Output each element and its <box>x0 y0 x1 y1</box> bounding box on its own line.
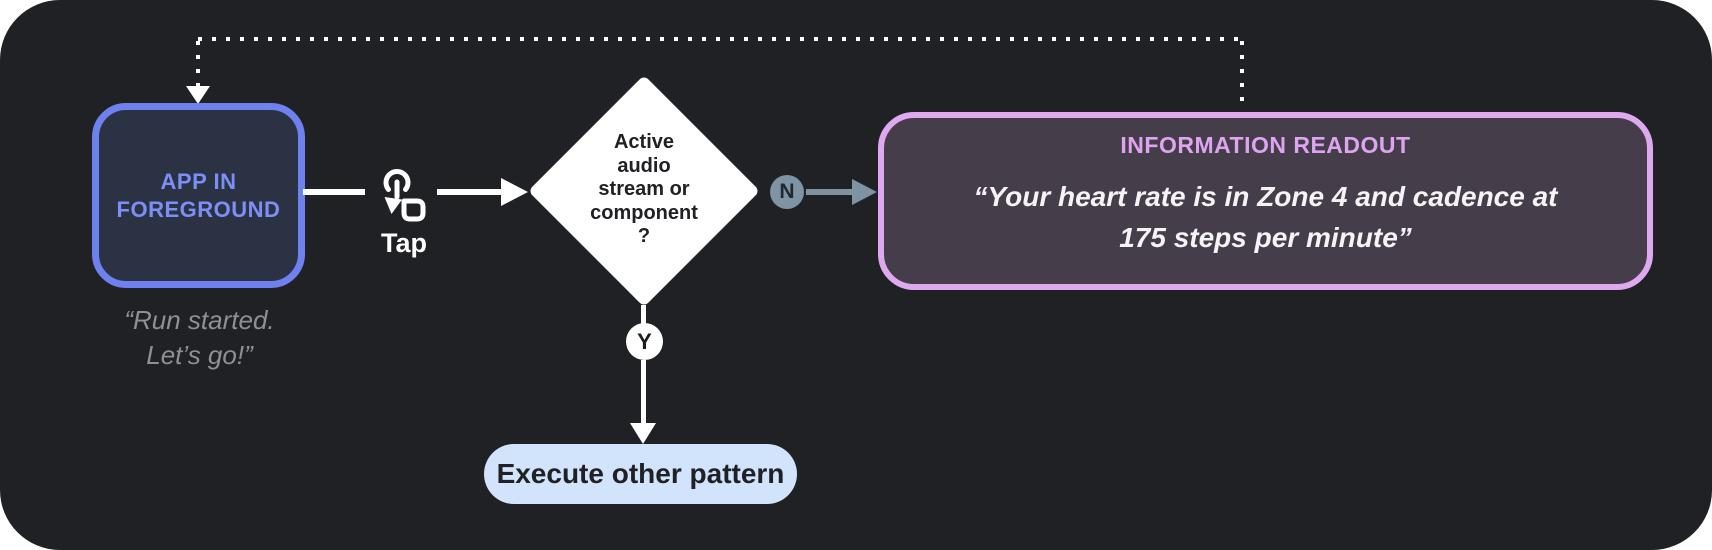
feedback-loop-line-left <box>196 41 200 87</box>
feedback-loop-arrowhead-icon <box>186 86 210 104</box>
information-readout-quote: “Your heart rate is in Zone 4 and cadenc… <box>973 181 1558 253</box>
connector-decision-to-yes <box>641 305 646 325</box>
information-readout-title: INFORMATION READOUT <box>1120 132 1411 158</box>
connector-no-to-readout <box>806 189 854 195</box>
connector-tap-to-decision-arrowhead-icon <box>501 178 528 206</box>
tap-gesture-icon <box>383 169 426 222</box>
app-in-foreground-label: APP IN FOREGROUND <box>116 169 281 222</box>
yes-branch-badge: Y <box>626 323 663 360</box>
tap-gesture-label: Tap <box>381 228 427 258</box>
execute-other-pattern-label: Execute other pattern <box>496 458 785 489</box>
connector-yes-to-action <box>641 360 646 424</box>
connector-app-to-tap <box>303 189 365 195</box>
no-branch-badge: N <box>770 175 804 209</box>
execute-other-pattern-node: Execute other pattern <box>484 444 797 504</box>
connector-no-to-readout-arrowhead-icon <box>852 179 877 205</box>
connector-tap-to-decision <box>437 189 503 195</box>
app-voice-caption: “Run started. Let’s go!” <box>124 305 275 371</box>
yes-branch-letter: Y <box>637 328 652 354</box>
decision-diamond-label: Active audio stream or component ? <box>590 131 698 248</box>
app-in-foreground-node: APP IN FOREGROUND <box>92 103 305 288</box>
connector-yes-to-action-arrowhead-icon <box>630 423 656 444</box>
information-readout-node: INFORMATION READOUT “Your heart rate is … <box>878 112 1653 290</box>
no-branch-letter: N <box>779 180 795 203</box>
feedback-loop-line-right <box>1240 41 1244 109</box>
feedback-loop-line-horizontal <box>198 37 1242 41</box>
